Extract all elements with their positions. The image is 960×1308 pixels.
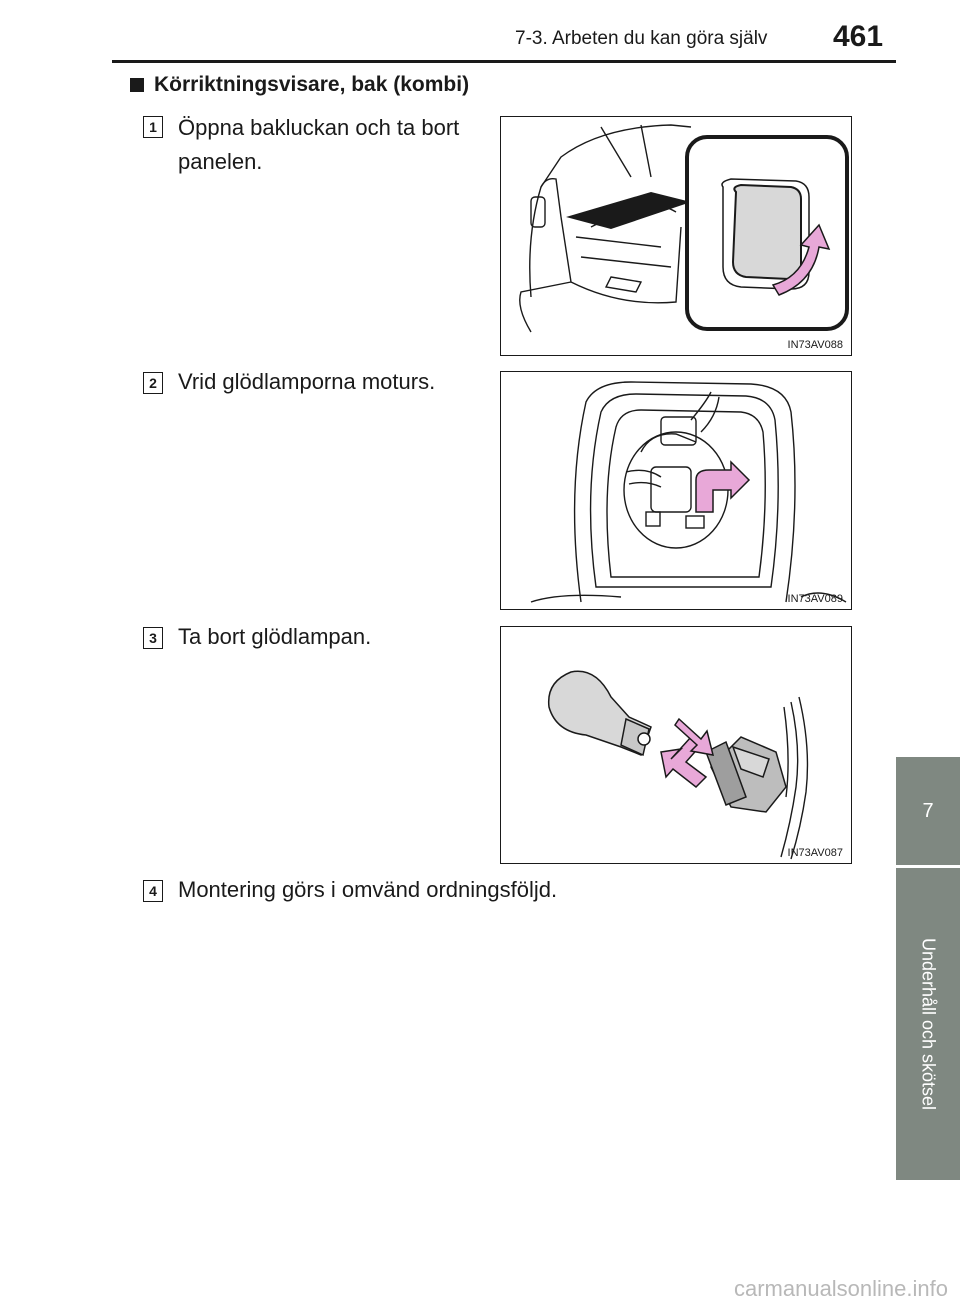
socket-illustration: [530, 381, 847, 603]
figure-code-2: IN73AV089: [787, 593, 843, 605]
step-text-3: Ta bort glödlampan.: [178, 624, 372, 649]
step-text-4: Montering görs i omvänd ordningsföljd.: [178, 877, 558, 902]
section-title: Körriktningsvisare, bak (kombi): [154, 73, 470, 96]
section-heading: Körriktningsvisare, bak (kombi): [130, 73, 469, 97]
step-number-1: 1: [143, 116, 163, 138]
step-text-2: Vrid glödlamporna moturs.: [178, 369, 436, 394]
figure-bulb-socket: IN73AV089: [500, 371, 852, 610]
step-number-2: 2: [143, 372, 163, 394]
step-number-3: 3: [143, 627, 163, 649]
chapter-tab-number: 7: [896, 757, 960, 865]
figure-tailgate-panel: IN73AV088: [500, 116, 852, 356]
chapter-tab-label: Underhåll och skötsel: [896, 868, 960, 1180]
figure-code-1: IN73AV088: [787, 339, 843, 351]
header-section-title: 7-3. Arbeten du kan göra själv: [515, 28, 768, 49]
step-number-4: 4: [143, 880, 163, 902]
square-bullet-icon: [130, 78, 144, 92]
bulb-illustration: [547, 670, 809, 860]
figure-bulb-removal: IN73AV087: [500, 626, 852, 864]
chapter-tab-label-text: Underhåll och skötsel: [918, 937, 939, 1111]
header-rule: [112, 60, 896, 63]
step-text-1: Öppna bakluckan och ta bort panelen.: [178, 115, 460, 174]
watermark: carmanualsonline.info: [733, 1276, 948, 1301]
figure-code-3: IN73AV087: [787, 847, 843, 859]
tailgate-illustration: [519, 124, 849, 333]
page-number: 461: [833, 20, 884, 53]
